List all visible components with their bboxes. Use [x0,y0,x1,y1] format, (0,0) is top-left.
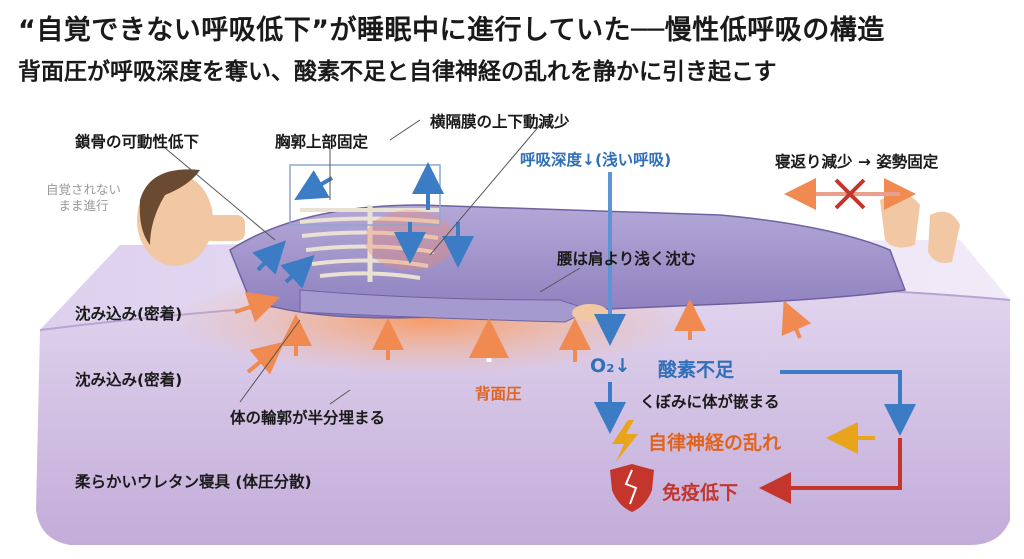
cross-arrow-icon [784,178,916,210]
label-clavicle: 鎖骨の可動性低下 [75,133,200,151]
flow-to-immune [759,438,902,504]
chest-box [289,164,441,226]
lightning-icon [612,420,638,462]
label-back-pressure: 背面圧 [475,385,522,403]
label-hollow: くぼみに体が嵌まる [640,393,780,411]
label-turning: 寝返り減少 → 姿勢固定 [775,153,939,171]
chest-arrows [252,162,474,289]
label-waist: 腰は肩より浅く沈む [557,250,697,268]
label-o2-symbol: O₂↓ [590,355,631,377]
label-sink-1: 沈み込み(密着) [75,305,183,323]
label-mattress: 柔らかいウレタン寝具 (体圧分散) [75,473,312,491]
page-subtitle: 背面圧が呼吸深度を奪い、酸素不足と自律神経の乱れを静かに引き起こす [18,59,777,85]
label-unaware: 自覚されないまま進行 [46,182,122,213]
label-immune: 免疫低下 [662,482,739,504]
label-autonomic: 自律神経の乱れ [648,432,782,454]
leader-lines [164,119,581,405]
broken-shield-icon [610,464,654,512]
label-diaphragm: 横隔膜の上下動減少 [430,113,570,131]
label-o2-lack: 酸素不足 [658,359,735,381]
label-buried: 体の輪郭が半分埋まる [230,409,386,427]
flow-right-loop [780,370,916,436]
pressure-arrows [234,291,812,375]
page-title: “自覚できない呼吸低下”が睡眠中に進行していた──慢性低呼吸の構造 [18,15,885,46]
label-breath-depth: 呼吸深度↓(浅い呼吸) [520,151,672,169]
label-chest-fixed: 胸郭上部固定 [275,133,369,151]
label-sink-2: 沈み込み(密着) [75,371,183,389]
